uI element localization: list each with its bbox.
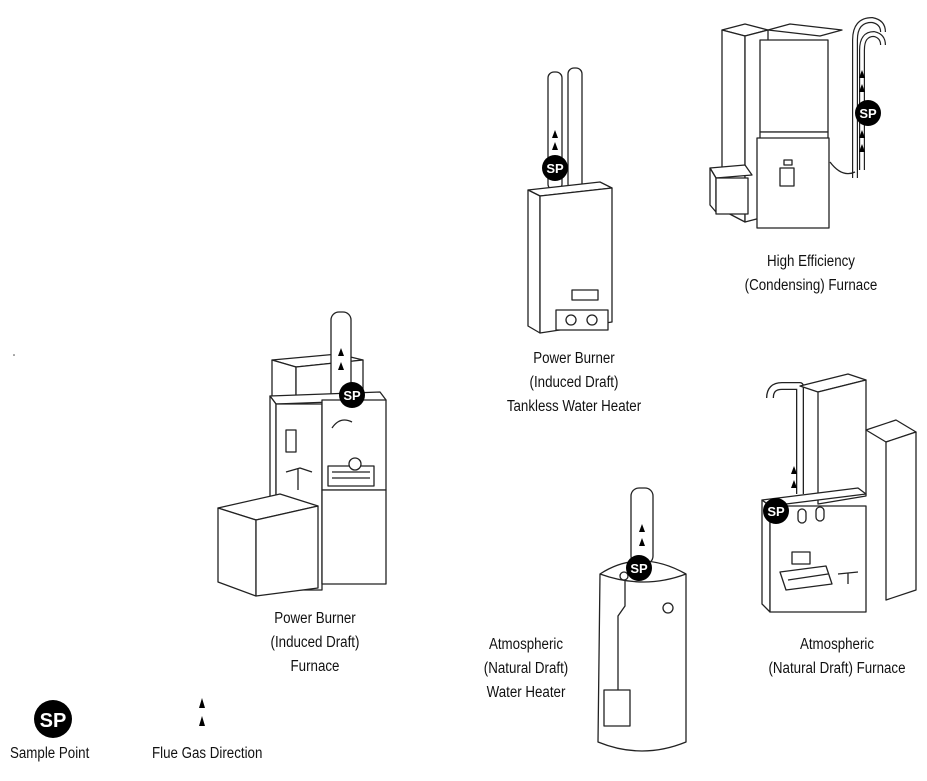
flue-arrow-icon	[338, 348, 344, 356]
condensing-furnace-drawing	[709, 17, 886, 229]
sample-point-marker: SP	[542, 155, 568, 181]
caption-atmospheric-furnace: Atmospheric (Natural Draft) Furnace	[768, 636, 906, 677]
flue-arrows	[338, 70, 865, 546]
tankless-water-heater-drawing	[527, 67, 613, 334]
flue-arrow-icon	[552, 142, 558, 150]
caption-condensing-furnace: High Efficiency (Condensing) Furnace	[744, 253, 878, 294]
flue-arrow-icon	[859, 144, 865, 152]
flue-arrow-icon	[859, 130, 865, 138]
legend-sample-point-icon: SP	[34, 700, 72, 738]
atmospheric-furnace-drawing	[761, 373, 917, 613]
caption-atmospheric-water-heater: Atmospheric (Natural Draft) Water Heater	[483, 636, 569, 701]
caption-power-burner-furnace: Power Burner (Induced Draft) Furnace	[270, 610, 360, 675]
stray-dot	[13, 354, 15, 356]
flue-arrow-icon	[791, 480, 797, 488]
caption-tankless-water-heater: Power Burner (Induced Draft) Tankless Wa…	[506, 350, 642, 415]
svg-text:SP: SP	[343, 388, 361, 403]
svg-text:SP: SP	[40, 710, 67, 732]
sample-point-marker: SP	[339, 382, 365, 408]
legend-sample-point-label: Sample Point	[10, 745, 90, 762]
power-burner-furnace-drawing	[217, 311, 387, 597]
legend-flue-gas-direction-label: Flue Gas Direction	[152, 745, 263, 762]
flue-arrow-icon	[791, 466, 797, 474]
sample-point-marker: SP	[763, 498, 789, 524]
sample-point-marker: SP	[855, 100, 881, 126]
flue-arrow-icon	[859, 70, 865, 78]
svg-text:SP: SP	[546, 161, 564, 176]
svg-text:SP: SP	[767, 504, 785, 519]
flue-arrow-icon	[552, 130, 558, 138]
svg-text:SP: SP	[859, 106, 877, 121]
flue-arrow-icon	[338, 362, 344, 370]
flue-arrow-icon	[859, 84, 865, 92]
legend-flue-arrow-icon	[199, 698, 205, 726]
sample-point-marker: SP	[626, 555, 652, 581]
svg-text:SP: SP	[630, 561, 648, 576]
flue-arrow-icon	[639, 524, 645, 532]
flue-arrow-icon	[639, 538, 645, 546]
